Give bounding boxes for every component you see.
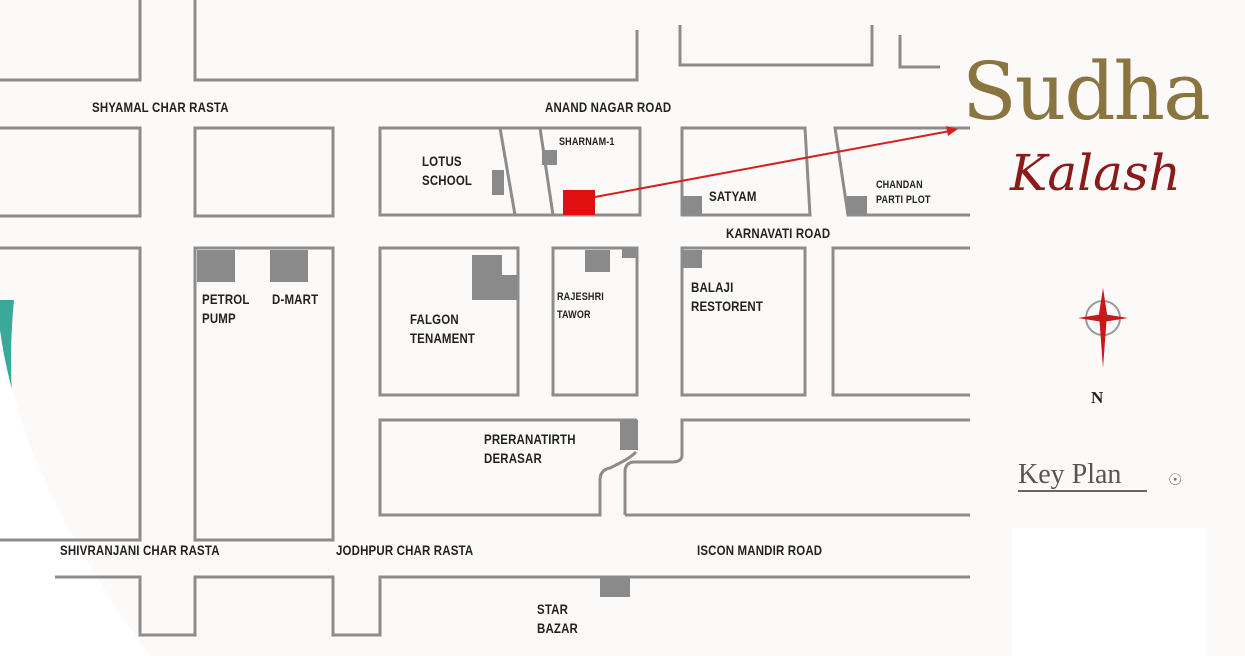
star-bazar-building bbox=[600, 577, 630, 597]
brand-logo-kalash: Kalash bbox=[1010, 144, 1181, 202]
road-label-anand-nagar: ANAND NAGAR ROAD bbox=[545, 99, 672, 115]
swirl-ornament-icon: ☉ bbox=[1168, 472, 1183, 489]
rajeshri-annex bbox=[622, 248, 636, 258]
arrow-head-icon bbox=[946, 126, 958, 136]
landmark-dmart: D-MART bbox=[272, 291, 319, 307]
lotus-school-building bbox=[492, 170, 504, 195]
road-label-shyamal: SHYAMAL CHAR RASTA bbox=[92, 99, 229, 115]
key-plan-title: Key Plan bbox=[1018, 460, 1148, 492]
road-label-iscon: ISCON MANDIR ROAD bbox=[697, 542, 823, 558]
preranatirth-building bbox=[620, 420, 638, 450]
sharnam-building bbox=[542, 150, 557, 165]
road-label-karnavati: KARNAVATI ROAD bbox=[726, 225, 831, 241]
project-site-marker bbox=[563, 190, 595, 215]
dmart-building bbox=[270, 250, 308, 282]
white-curve bbox=[0, 330, 150, 656]
landmark-chandan: CHANDAN PARTI PLOT bbox=[876, 179, 931, 206]
landmark-preranatirth: PRERANATIRTH DERASAR bbox=[484, 431, 576, 466]
road-lines bbox=[0, 0, 970, 637]
landmark-lotus-school: LOTUS SCHOOL bbox=[422, 153, 473, 188]
north-label: N bbox=[1091, 388, 1104, 407]
buildings bbox=[197, 150, 867, 597]
rajeshri-building bbox=[585, 250, 610, 272]
landmark-balaji: BALAJI RESTORENT bbox=[691, 279, 764, 314]
falgon-building bbox=[472, 255, 517, 300]
landmark-sharnam: SHARNAM-1 bbox=[559, 136, 615, 148]
compass-rose-icon bbox=[1078, 288, 1128, 368]
road-label-jodhpur: JODHPUR CHAR RASTA bbox=[336, 542, 474, 558]
landmark-petrol-pump: PETROL PUMP bbox=[202, 291, 250, 326]
balaji-building bbox=[682, 250, 702, 268]
site-arrow bbox=[594, 130, 951, 198]
landmark-rajeshri: RAJESHRI TAWOR bbox=[557, 291, 604, 321]
brand-logo-sudha: Sudha bbox=[962, 45, 1211, 138]
landmark-star-bazar: STAR BAZAR bbox=[537, 601, 578, 636]
petrol-pump-building bbox=[197, 250, 235, 282]
road-label-shivranjani: SHIVRANJANI CHAR RASTA bbox=[60, 542, 220, 558]
chandan-building bbox=[847, 196, 867, 214]
satyam-building bbox=[682, 196, 702, 214]
landmark-satyam: SATYAM bbox=[709, 188, 757, 204]
blank-panel bbox=[1012, 528, 1207, 656]
landmark-falgon: FALGON TENAMENT bbox=[410, 311, 476, 346]
